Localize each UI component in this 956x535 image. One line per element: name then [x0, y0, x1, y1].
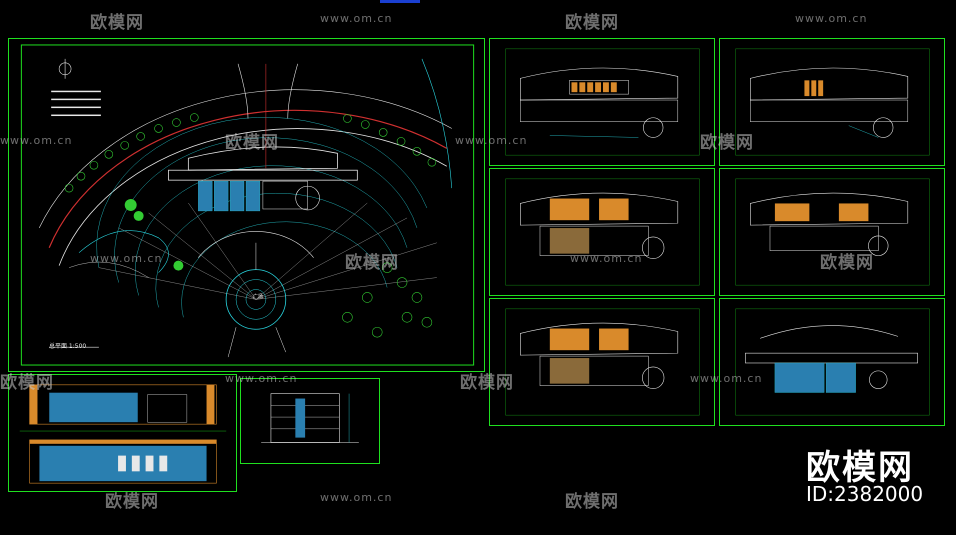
watermark-url: www.om.cn: [795, 12, 868, 25]
elevation-drawing: [19, 384, 227, 484]
floor-plan-sheet-4: [719, 168, 945, 296]
floor-plan-drawing-3: [505, 178, 700, 286]
plaza-label: 广场: [253, 294, 264, 300]
section-drawing: [261, 393, 359, 443]
floor-plan-drawing-4: [735, 178, 930, 286]
floor-plan-sheet-3: [489, 168, 715, 296]
model-id-label: ID:2382000: [806, 482, 924, 506]
watermark-url: www.om.cn: [320, 491, 393, 504]
watermark-logo: 欧模网: [565, 13, 619, 33]
floor-plan-drawing-5: [505, 308, 700, 416]
site-plan-sheet: 总平面 1:500 广场: [8, 38, 485, 372]
floor-plan-sheet-2: [719, 38, 945, 166]
site-plan-scale-label: 总平面 1:500: [49, 343, 87, 350]
floor-plan-sheet-5: [489, 298, 715, 426]
watermark-url: www.om.cn: [320, 12, 393, 25]
floor-plan-drawing-2: [735, 48, 930, 156]
top-accent-bar: [380, 0, 420, 3]
watermark-big-logo: 欧模网: [806, 448, 914, 488]
watermark-logo: 欧模网: [90, 13, 144, 33]
roof-plan-drawing: [735, 308, 930, 416]
watermark-logo: 欧模网: [565, 492, 619, 512]
floor-plan-drawing-1: [505, 48, 700, 156]
floor-plan-sheet-6: [719, 298, 945, 426]
elevation-sheet: [8, 374, 237, 492]
floor-plan-sheet-1: [489, 38, 715, 166]
section-sheet: [240, 378, 380, 464]
site-plan-drawing: [20, 44, 475, 366]
